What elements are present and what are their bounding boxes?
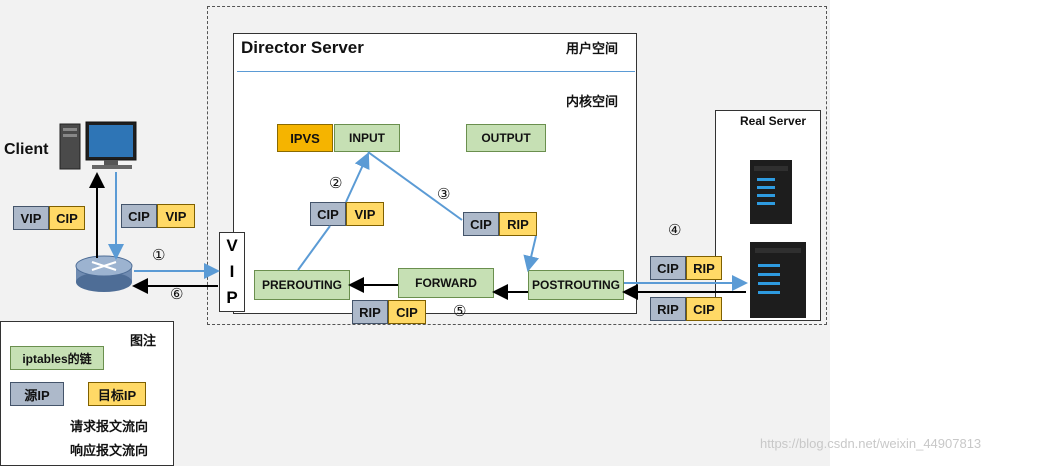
user-space-label: 用户空间 bbox=[566, 41, 619, 56]
step-5-marker: ⑤ bbox=[453, 303, 467, 320]
vip-letter-v: V bbox=[226, 236, 238, 255]
packet-client-in-dst: VIP bbox=[157, 204, 195, 228]
client-computer-icon bbox=[59, 121, 137, 170]
forward-chain: FORWARD bbox=[398, 268, 494, 298]
step-6-marker: ⑥ bbox=[170, 286, 184, 303]
vip-interface: V I P bbox=[219, 232, 245, 312]
packet-step2-src: CIP bbox=[310, 202, 346, 226]
step-4-marker: ④ bbox=[668, 222, 682, 239]
router-icon bbox=[75, 255, 133, 292]
legend-response-label: 响应报文流向 bbox=[70, 443, 149, 458]
request-arrow-input-to-packet bbox=[367, 151, 463, 221]
packet-step5-dst: CIP bbox=[388, 300, 426, 324]
step-3-marker: ③ bbox=[437, 186, 451, 203]
packet-step2-dst: VIP bbox=[346, 202, 384, 226]
ipvs-chain: IPVS bbox=[277, 124, 333, 152]
output-chain: OUTPUT bbox=[466, 124, 546, 152]
real-server-icon-bottom bbox=[750, 242, 806, 318]
input-chain: INPUT bbox=[334, 124, 400, 152]
legend-request-label: 请求报文流向 bbox=[70, 419, 149, 434]
postrouting-chain: POSTROUTING bbox=[528, 270, 624, 300]
director-boundary bbox=[207, 6, 827, 325]
request-arrow-packet-to-postrouting bbox=[523, 235, 539, 272]
prerouting-chain: PREROUTING bbox=[254, 270, 350, 300]
packet-step5-src: RIP bbox=[352, 300, 388, 324]
legend-chain-swatch: iptables的链 bbox=[10, 346, 104, 370]
packet-from-rs-dst: CIP bbox=[686, 297, 722, 321]
packet-client-out-dst: CIP bbox=[49, 206, 85, 230]
kernel-space-label: 内核空间 bbox=[566, 94, 619, 109]
packet-to-rs-dst: RIP bbox=[686, 256, 722, 280]
step-1-marker: ① bbox=[152, 247, 166, 264]
legend-source-swatch: 源IP bbox=[10, 382, 64, 406]
packet-client-in-src: CIP bbox=[121, 204, 157, 228]
legend-title: 图注 bbox=[130, 333, 157, 348]
director-title: Director Server bbox=[241, 38, 364, 57]
vip-letter-i: I bbox=[229, 262, 235, 281]
real-server-icon-top bbox=[750, 160, 792, 224]
watermark: https://blog.csdn.net/weixin_44907813 bbox=[760, 436, 982, 451]
packet-client-out-src: VIP bbox=[13, 206, 49, 230]
packet-step3-dst: RIP bbox=[499, 212, 537, 236]
step-2-marker: ② bbox=[329, 175, 343, 192]
legend-target-swatch: 目标IP bbox=[88, 382, 146, 406]
request-arrow-packet-to-input bbox=[345, 152, 370, 203]
packet-to-rs-src: CIP bbox=[650, 256, 686, 280]
client-label: Client bbox=[4, 141, 49, 158]
user-kernel-divider bbox=[237, 71, 635, 72]
packet-from-rs-src: RIP bbox=[650, 297, 686, 321]
request-arrow-prerouting-to-packet bbox=[297, 225, 331, 271]
packet-step3-src: CIP bbox=[463, 212, 499, 236]
vip-letter-p: P bbox=[226, 288, 238, 307]
real-server-label: Real Server bbox=[740, 114, 807, 128]
